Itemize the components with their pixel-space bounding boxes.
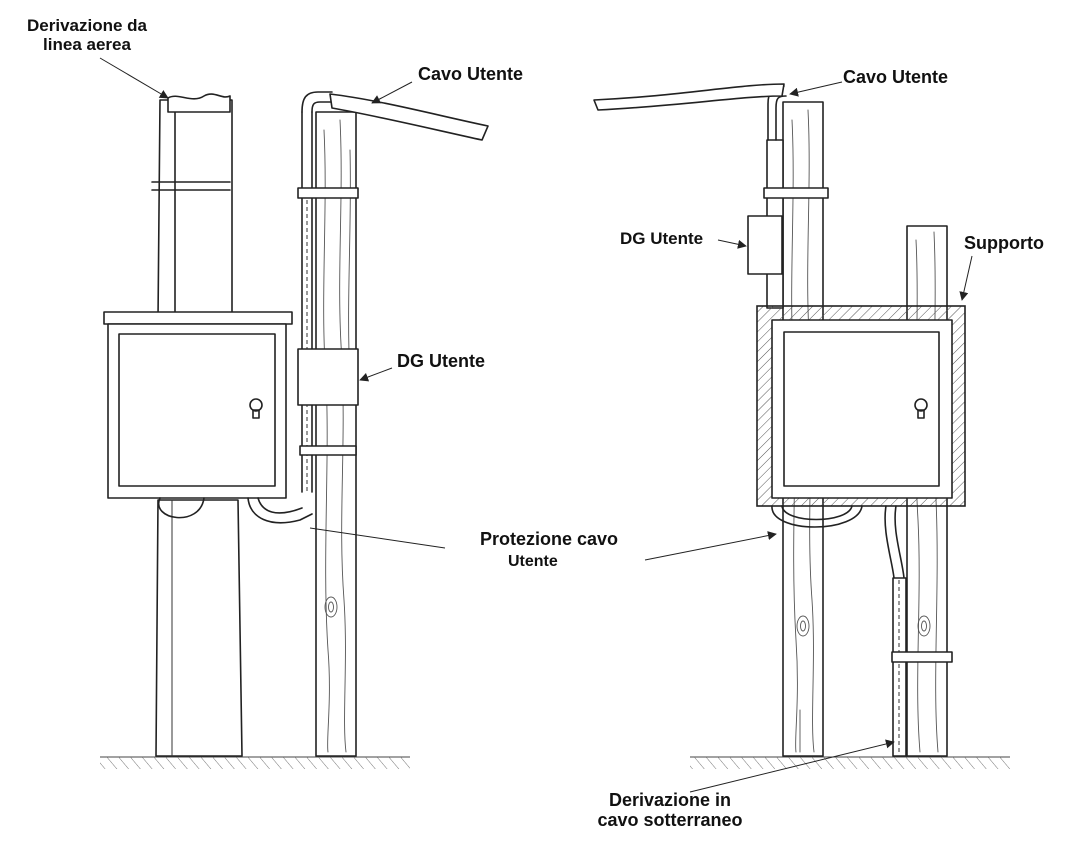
label-derivazione-aerea-line2: linea aerea [43,35,131,55]
right-dg-arrow [717,239,747,249]
label-protezione-cavo-line1: Protezione cavo [480,529,619,549]
right-cable-loops [771,505,863,528]
label-derivazione-aerea: Derivazione da linea aerea [12,16,162,54]
right-pole-clamp [763,187,829,199]
right-meter-cabinet [756,305,966,507]
left-dg-box [297,348,359,406]
label-dg-utente-left: DG Utente [397,351,486,371]
right-protezione-arrow [644,531,777,561]
right-sotterraneo-arrow [689,739,895,793]
label-protezione-cavo: Protezione cavo Utente [480,529,618,571]
left-cable-loops [157,497,313,524]
left-cable-conduit [301,91,333,493]
right-supporto-arrow [959,255,973,301]
right-dg-box [747,215,783,275]
label-protezione-cavo-line2: Utente [508,553,558,571]
label-derivazione-sotterraneo-line2: cavo sotterraneo [597,810,743,831]
label-dg-utente-right: DG Utente [620,229,704,248]
left-pole-clamps [297,187,359,456]
left-ground [100,756,410,769]
label-supporto: Supporto [964,233,1044,253]
left-concrete-pole [151,93,243,757]
label-cavo-utente-left: Cavo Utente [418,64,524,84]
left-installation [99,57,489,769]
label-derivazione-sotterraneo-line1: Derivazione in [608,790,732,810]
left-user-cable [329,93,489,141]
label-derivazione-aerea-line1: Derivazione da [27,16,147,35]
right-user-cable [593,83,785,111]
right-underground-conduit [884,505,953,757]
left-derivazione-arrow [99,57,169,99]
right-installation [593,81,1010,793]
label-cavo-utente-right: Cavo Utente [843,67,949,87]
left-wooden-pole [315,111,357,757]
right-ground [690,756,1010,769]
left-cavo-arrow [371,81,413,104]
left-protezione-line [309,527,446,549]
left-meter-cabinet [103,311,293,499]
label-derivazione-sotterraneo: Derivazione in cavo sotterraneo [570,790,770,830]
left-dg-arrow [359,367,393,382]
right-cavo-arrow [789,81,843,97]
